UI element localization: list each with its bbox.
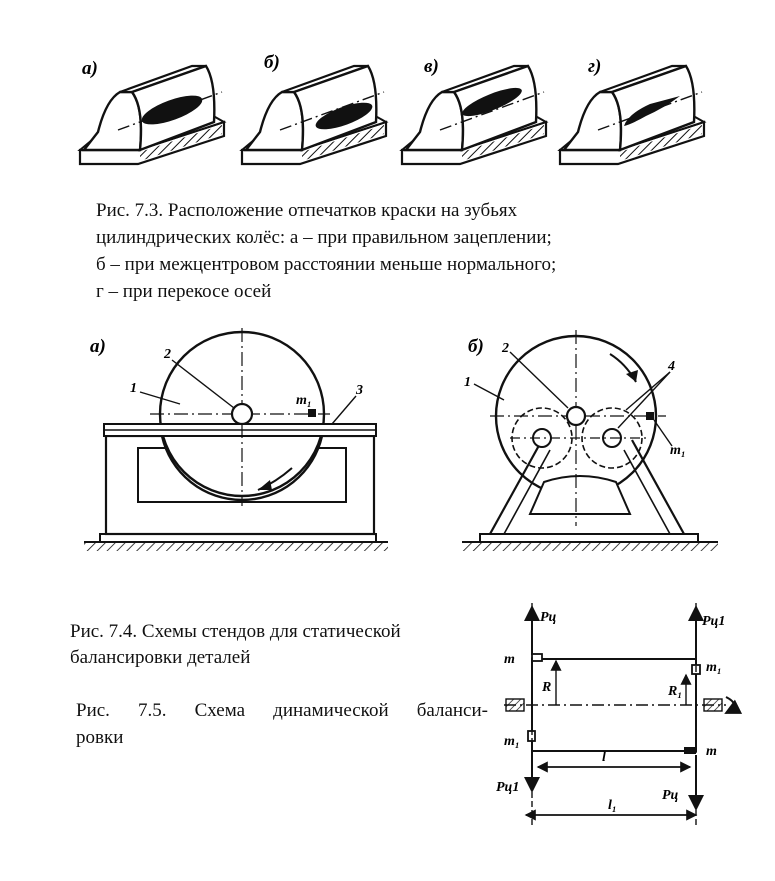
caption-line: цилиндрических колёс: а – при правильном… <box>96 227 552 248</box>
force-pc1-bottom: Pц1 <box>496 780 519 795</box>
mass-m1-top-label: m₁ <box>706 660 722 675</box>
tooth-b <box>240 64 388 166</box>
label-stand-b: б) <box>468 336 484 357</box>
mass-m1-b <box>646 412 654 420</box>
num-4-b: 4 <box>667 359 675 374</box>
contact-patch-b <box>315 102 373 130</box>
num-1-b: 1 <box>464 375 471 390</box>
num-2-a: 2 <box>163 347 171 362</box>
caption-line: Рис. 7.3. Расположение отпечатков краски… <box>96 200 518 221</box>
force-pc-top: Pц <box>540 610 557 625</box>
label-b: б) <box>264 52 280 73</box>
num-2-b: 2 <box>501 341 509 356</box>
stand-b: б) 1 2 4 m₁ <box>462 330 718 551</box>
tooth-g <box>558 64 706 166</box>
contact-patch-v <box>462 87 522 117</box>
contact-patch-g <box>624 96 680 126</box>
figure-7-3: а) б) в) г) <box>78 52 706 166</box>
caption-line: Рис. 7.5. Схема динамической баланси- <box>76 700 488 721</box>
mass-m-bottom-label: m <box>706 744 717 759</box>
figure-7-5: Pц Pц1 m m₁ R R₁ m₁ m l Pц1 Pц l₁ <box>496 603 743 825</box>
mass-m-top <box>531 653 543 662</box>
num-3-a: 3 <box>355 383 363 398</box>
mass-m1-a <box>308 409 316 417</box>
label-g: г) <box>588 56 601 77</box>
mass-label-b: m₁ <box>670 443 686 458</box>
label-a: а) <box>82 58 98 79</box>
mass-m1-bottom-label: m₁ <box>504 734 520 749</box>
radius-r-label: R <box>541 680 551 695</box>
caption-line: б – при межцентровом расстоянии меньше н… <box>96 254 557 275</box>
num-1-a: 1 <box>130 381 137 396</box>
mass-m-top-label: m <box>504 652 515 667</box>
figure-7-4: а) 1 2 3 m₁ <box>84 328 718 551</box>
caption-line: ровки <box>76 727 124 748</box>
tooth-a <box>78 64 226 166</box>
caption-line: г – при перекосе осей <box>96 281 272 302</box>
mass-m-bottom <box>684 747 696 754</box>
caption-line: Рис. 7.4. Схемы стендов для статической <box>70 621 401 642</box>
force-pc-bottom: Pц <box>662 788 679 803</box>
caption-fig-7-5: Рис. 7.5. Схема динамической баланси- ро… <box>76 697 488 751</box>
caption-line: балансировки деталей <box>70 647 251 668</box>
tooth-v <box>400 64 548 166</box>
mass-label-a: m₁ <box>296 393 312 408</box>
length-l-label: l <box>602 750 606 765</box>
caption-fig-7-4: Рис. 7.4. Схемы стендов для статической … <box>70 619 401 671</box>
caption-fig-7-3: Рис. 7.3. Расположение отпечатков краски… <box>96 197 556 305</box>
contact-patch-a <box>141 95 203 125</box>
radius-r1-label: R₁ <box>667 684 682 699</box>
label-v: в) <box>424 56 439 77</box>
force-pc1-top: Pц1 <box>702 614 725 629</box>
stand-a: а) 1 2 3 m₁ <box>84 328 388 551</box>
length-l1-label: l₁ <box>608 798 617 813</box>
label-stand-a: а) <box>90 336 106 357</box>
